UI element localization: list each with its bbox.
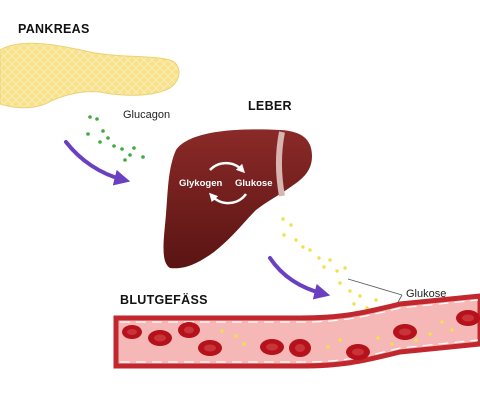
arrow-liver-to-vessel: [268, 256, 331, 300]
glukose-cycle-label: Glukose: [235, 178, 273, 189]
glucose-dots-blood: [220, 320, 454, 349]
cycle-arrow-bottom: [209, 192, 248, 205]
pancreas-organ: [0, 42, 180, 109]
glucagon-label: Glucagon: [123, 109, 171, 121]
glucose-dots-released: [281, 217, 378, 318]
glykogen-label: Glykogen: [179, 178, 223, 189]
liver-organ: [163, 129, 312, 269]
rbc-highlights: [127, 314, 474, 356]
vessel-wall-dashes: [120, 299, 479, 363]
cycle-arrow-top: [209, 161, 246, 174]
liver-ligament: [276, 131, 285, 197]
blutgefaess-label: BLUTGEFÄSS: [120, 293, 208, 307]
glukose-blood-label: Glukose: [406, 288, 447, 300]
leber-label: LEBER: [248, 99, 292, 113]
glucagon-dots: [86, 115, 145, 162]
arrow-pancreas-to-liver: [64, 140, 131, 186]
pankreas-label: PANKREAS: [18, 22, 90, 36]
